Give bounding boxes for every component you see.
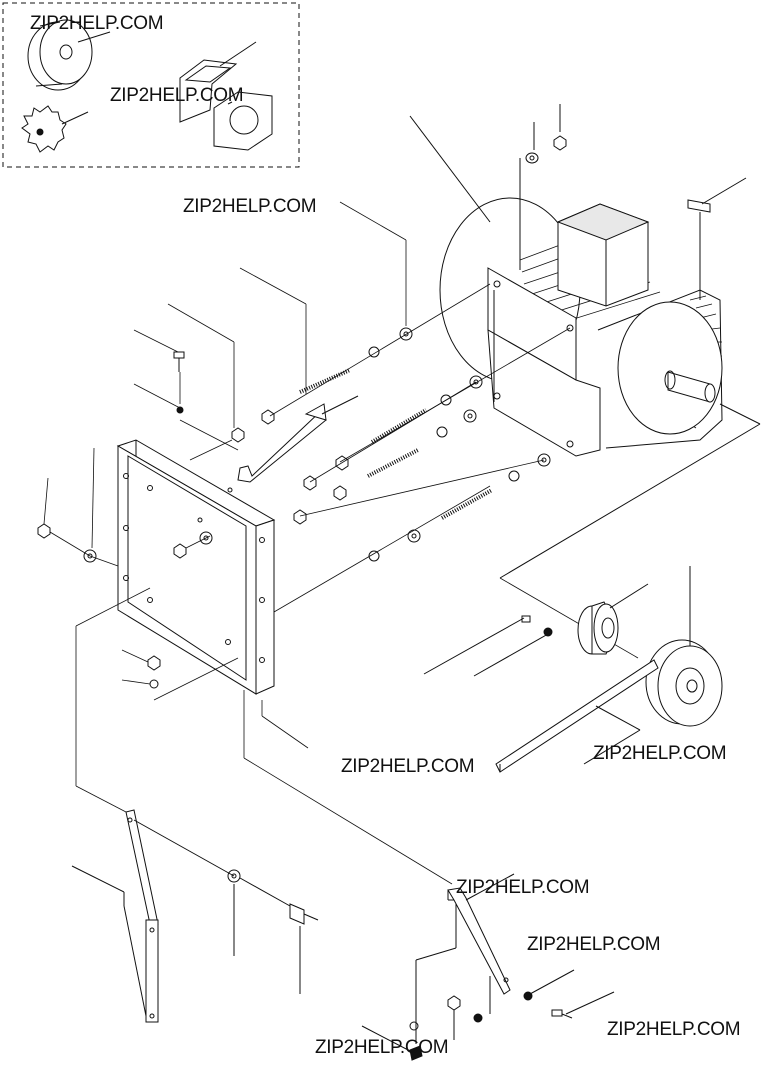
motor-pulley [423,583,649,677]
watermark-text: ZIP2HELP.COM [527,934,661,955]
inset-detail-box [2,2,300,168]
watermark-text: ZIP2HELP.COM [30,13,164,34]
assembly-lines [43,201,639,885]
top-washer-nut [519,104,567,270]
watermark-text: ZIP2HELP.COM [110,85,244,106]
frame-bracket [237,395,359,483]
support-strap-left [71,809,319,1023]
watermark-text: ZIP2HELP.COM [593,743,727,764]
motor-leaders [409,115,761,579]
threaded-rods [299,368,493,520]
fan-drum [27,19,111,91]
gasket-plate [179,41,273,151]
mounting-frame [116,439,276,695]
support-strap-right [361,873,615,1061]
watermark-text: ZIP2HELP.COM [315,1037,449,1058]
watermark-text: ZIP2HELP.COM [456,877,590,898]
saw-blade [21,105,89,153]
electric-motor [439,197,723,457]
driven-pulley [645,566,723,727]
drive-belt-shaft [495,659,659,773]
watermark-text: ZIP2HELP.COM [183,196,317,217]
watermark-text: ZIP2HELP.COM [607,1019,741,1040]
watermark-text: ZIP2HELP.COM [341,756,475,777]
rod-fasteners [37,327,551,689]
